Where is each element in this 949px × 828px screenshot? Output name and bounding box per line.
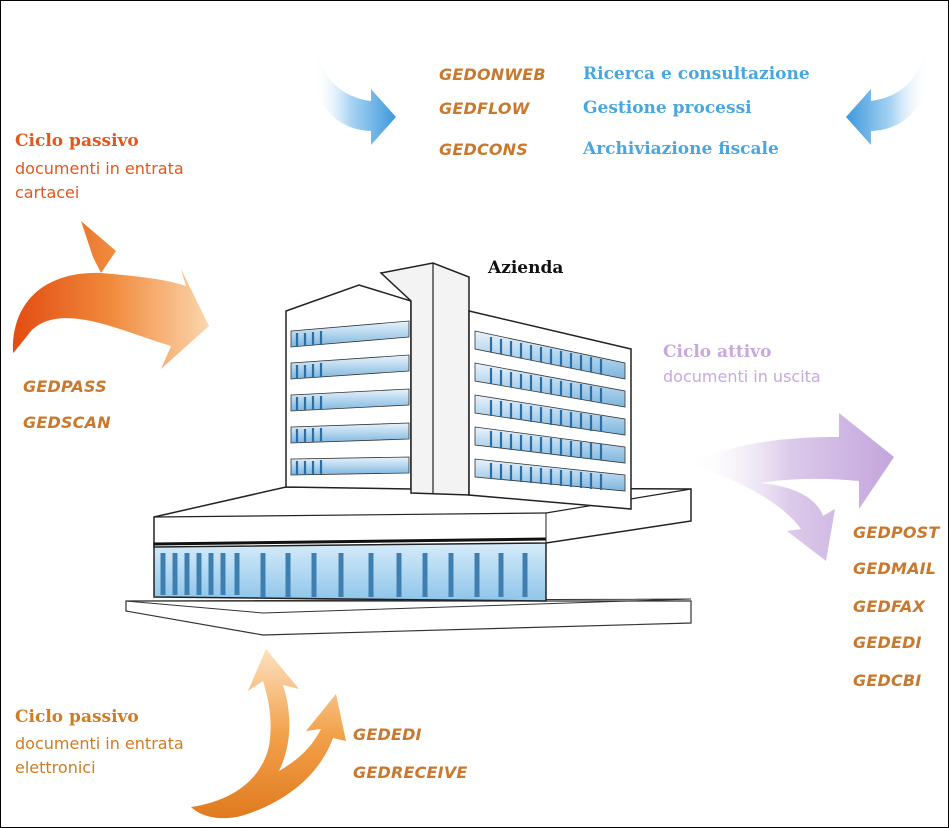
active-product-3: GEDFAX bbox=[853, 597, 926, 616]
blue-arrow-right bbox=[846, 11, 929, 145]
building bbox=[125, 262, 692, 636]
passive-paper-product-1: GEDPASS bbox=[23, 377, 107, 396]
service-product-1: GEDONWEB bbox=[439, 65, 546, 84]
active-product-4: GEDEDI bbox=[853, 633, 922, 652]
service-product-3: GEDCONS bbox=[439, 140, 529, 159]
passive-paper-line2: cartacei bbox=[15, 183, 80, 202]
service-description-3: Archiviazione fiscale bbox=[583, 139, 779, 159]
passive-paper-title: Ciclo passivo bbox=[15, 131, 139, 151]
service-description-2: Gestione processi bbox=[583, 98, 752, 118]
purple-arrow-active bbox=[686, 413, 894, 561]
orange-arrow-paper bbox=[12, 221, 210, 369]
service-description-1: Ricerca e consultazione bbox=[583, 64, 810, 84]
passive-electronic-title: Ciclo passivo bbox=[15, 707, 139, 727]
service-product-2: GEDFLOW bbox=[439, 99, 530, 118]
passive-electronic-line2: elettronici bbox=[15, 758, 96, 777]
orange-arrow-electronic bbox=[191, 649, 346, 819]
active-product-1: GEDPOST bbox=[853, 523, 940, 542]
passive-electronic-product-1: GEDEDI bbox=[353, 725, 422, 744]
passive-paper-line1: documenti in entrata bbox=[15, 159, 184, 178]
company-label: Azienda bbox=[488, 258, 564, 278]
passive-paper-product-2: GEDSCAN bbox=[23, 413, 111, 432]
active-subtitle: documenti in uscita bbox=[663, 367, 821, 386]
active-title: Ciclo attivo bbox=[663, 342, 772, 362]
passive-electronic-line1: documenti in entrata bbox=[15, 734, 184, 753]
active-product-2: GEDMAIL bbox=[853, 559, 937, 578]
passive-electronic-product-2: GEDRECEIVE bbox=[353, 763, 468, 782]
blue-arrow-left bbox=[313, 11, 396, 145]
active-product-5: GEDCBI bbox=[853, 671, 922, 690]
